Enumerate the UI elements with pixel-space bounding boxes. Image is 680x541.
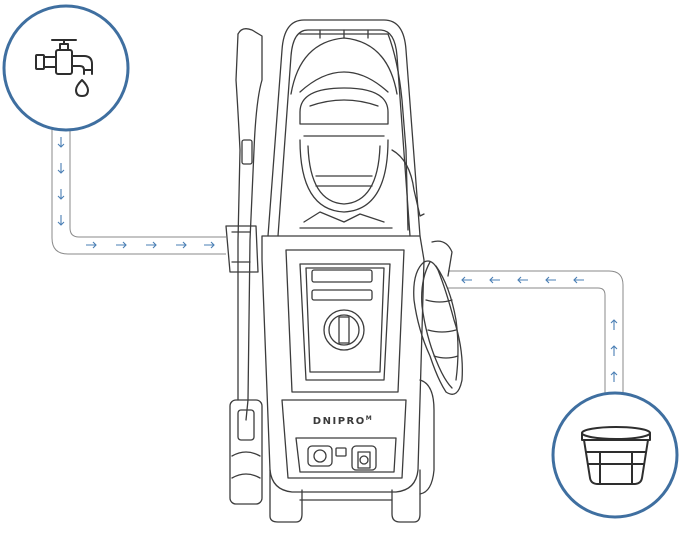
flow-arrow-right (116, 241, 127, 249)
tap-source-badge (2, 4, 130, 132)
flow-arrow-left (545, 276, 556, 284)
water-outlets (307, 445, 377, 471)
flow-arrow-right (176, 241, 187, 249)
flow-arrow-right (146, 241, 157, 249)
power-cable-coil (413, 240, 463, 395)
flow-arrow-left (461, 276, 472, 284)
washer-handle-frame (267, 19, 421, 237)
hose-reel (299, 87, 425, 217)
water-tap-icon (35, 39, 93, 97)
flow-arrow-left (573, 276, 584, 284)
flow-arrow-down (57, 137, 65, 148)
brand-mark: M (366, 415, 373, 422)
flow-arrow-up (610, 371, 618, 382)
flow-arrow-right (204, 241, 215, 249)
water-bucket-icon (581, 426, 651, 485)
flow-arrow-down (57, 215, 65, 226)
flow-arrow-down (57, 189, 65, 200)
bucket-source-badge (551, 391, 679, 519)
pressure-washer-illustration (225, 19, 463, 523)
flow-arrow-left (517, 276, 528, 284)
tap-supply-pipe (51, 128, 226, 255)
spray-gun-lance (225, 28, 263, 505)
washer-main-body (261, 211, 425, 493)
washer-wheels (269, 379, 435, 523)
brand-name: DNIPRO (313, 416, 366, 427)
washer-front-panel (281, 399, 407, 479)
bucket-flow-arrows (461, 276, 618, 382)
flow-arrow-down (57, 163, 65, 174)
tap-flow-arrows (57, 137, 215, 249)
flow-arrow-up (610, 345, 618, 356)
washer-brand-label: DNIPROM (313, 415, 373, 427)
bucket-supply-pipe (448, 270, 624, 395)
flow-arrow-up (610, 319, 618, 330)
power-switch-knob (323, 309, 365, 351)
flow-arrow-right (86, 241, 97, 249)
flow-arrow-left (489, 276, 500, 284)
